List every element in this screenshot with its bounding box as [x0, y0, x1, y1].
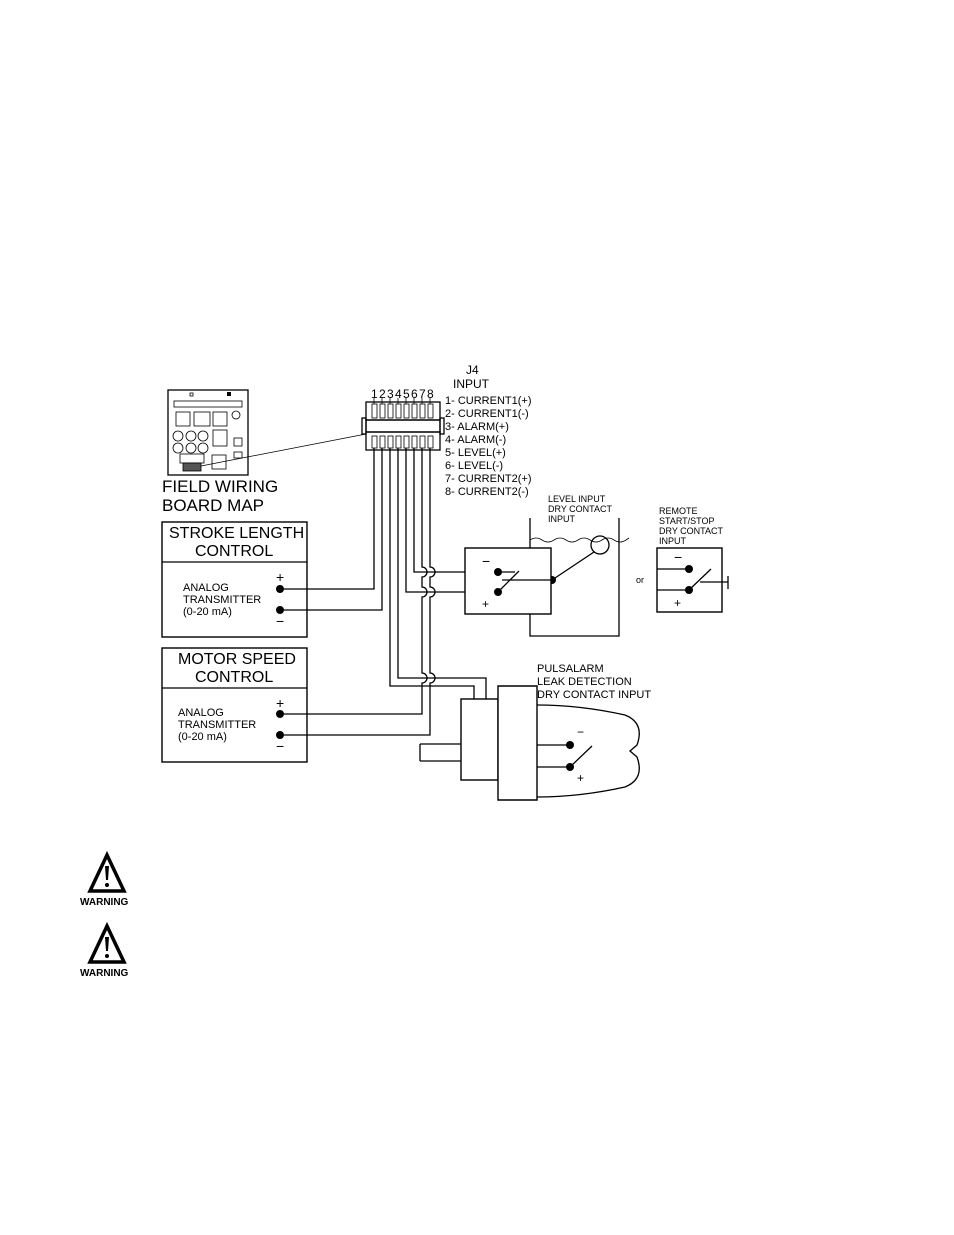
motor-speed-control-box — [161, 647, 308, 763]
warning-label: WARNING — [80, 897, 129, 908]
pin-legend-item: 1- CURRENT1(+) — [445, 395, 531, 407]
pulsalarm-line1: PULSALARM — [537, 663, 604, 675]
pin-number: 7 — [419, 387, 426, 401]
stroke-plus-sign: + — [276, 569, 284, 585]
pulsalarm-line3: DRY CONTACT INPUT — [537, 689, 651, 701]
pulsalarm-plus-sign: + — [577, 771, 584, 785]
motor-control-title-line2: CONTROL — [195, 669, 273, 686]
board-map — [167, 389, 367, 476]
warning-2: WARNING — [80, 921, 129, 979]
remote-plus-sign: + — [674, 596, 681, 610]
stroke-length-control-box — [161, 521, 308, 638]
warning-label: WARNING — [80, 968, 129, 979]
pin-legend-item: 3- ALARM(+) — [445, 421, 509, 433]
remote-input-line4: INPUT — [659, 536, 687, 546]
level-input-line3: INPUT — [548, 514, 576, 524]
stroke-control-title-line1: STROKE LENGTH — [169, 525, 304, 542]
stroke-desc-line1: ANALOG — [183, 582, 229, 594]
pin-legend-item: 7- CURRENT2(+) — [445, 473, 531, 485]
level-input-line2: DRY CONTACT — [548, 504, 613, 514]
warning-triangle-icon — [87, 921, 127, 964]
stroke-control-title-line2: CONTROL — [195, 543, 273, 560]
pin-legend-item: 6- LEVEL(-) — [445, 460, 503, 472]
motor-desc-line2: TRANSMITTER — [178, 719, 256, 731]
motor-desc-line3: (0-20 mA) — [178, 731, 227, 743]
remote-switch-box — [656, 547, 729, 613]
motor-desc-line1: ANALOG — [178, 707, 224, 719]
level-minus-sign: − — [482, 553, 490, 569]
pin-legend-item: 4- ALARM(-) — [445, 434, 506, 446]
pin-legend-item: 2- CURRENT1(-) — [445, 408, 529, 420]
level-switch-box — [464, 547, 552, 615]
board-map-title-line2: BOARD MAP — [162, 496, 264, 515]
warning-triangle-icon — [87, 850, 127, 893]
level-input-line1: LEVEL INPUT — [548, 494, 606, 504]
pin-number: 4 — [395, 387, 402, 401]
pulsalarm-minus-sign: − — [577, 725, 584, 739]
remote-input-line1: REMOTE — [659, 506, 698, 516]
pin-number: 2 — [379, 387, 386, 401]
remote-minus-sign: − — [674, 549, 682, 565]
or-label: or — [636, 575, 644, 585]
pin-legend: 1- CURRENT1(+) 2- CURRENT1(-) 3- ALARM(+… — [445, 395, 531, 498]
motor-plus-sign: + — [276, 695, 284, 711]
stroke-desc-line3: (0-20 mA) — [183, 606, 232, 618]
pin-number: 8 — [427, 387, 434, 401]
board-map-title-line1: FIELD WIRING — [162, 477, 278, 496]
stroke-minus-sign: − — [276, 613, 284, 629]
pulsalarm-line2: LEAK DETECTION — [537, 676, 632, 688]
connector-id: J4 — [466, 363, 479, 377]
stroke-desc-line2: TRANSMITTER — [183, 594, 261, 606]
pin-numbers: 1 2 3 4 5 6 7 8 — [371, 387, 434, 401]
remote-input-line3: DRY CONTACT — [659, 526, 724, 536]
motor-control-title-line1: MOTOR SPEED — [178, 651, 296, 668]
motor-minus-sign: − — [276, 738, 284, 754]
pin-legend-item: 5- LEVEL(+) — [445, 447, 506, 459]
warning-1: WARNING — [80, 850, 129, 908]
level-plus-sign: + — [482, 597, 489, 611]
pin-number: 1 — [371, 387, 378, 401]
pin-legend-item: 8- CURRENT2(-) — [445, 486, 529, 498]
connector-label: INPUT — [453, 377, 490, 391]
remote-input-line2: START/STOP — [659, 516, 715, 526]
pulsalarm-sensor — [419, 685, 640, 801]
pin-number: 3 — [387, 387, 394, 401]
pin-number: 6 — [411, 387, 418, 401]
pin-number: 5 — [403, 387, 410, 401]
terminal-block-j4 — [361, 398, 445, 451]
